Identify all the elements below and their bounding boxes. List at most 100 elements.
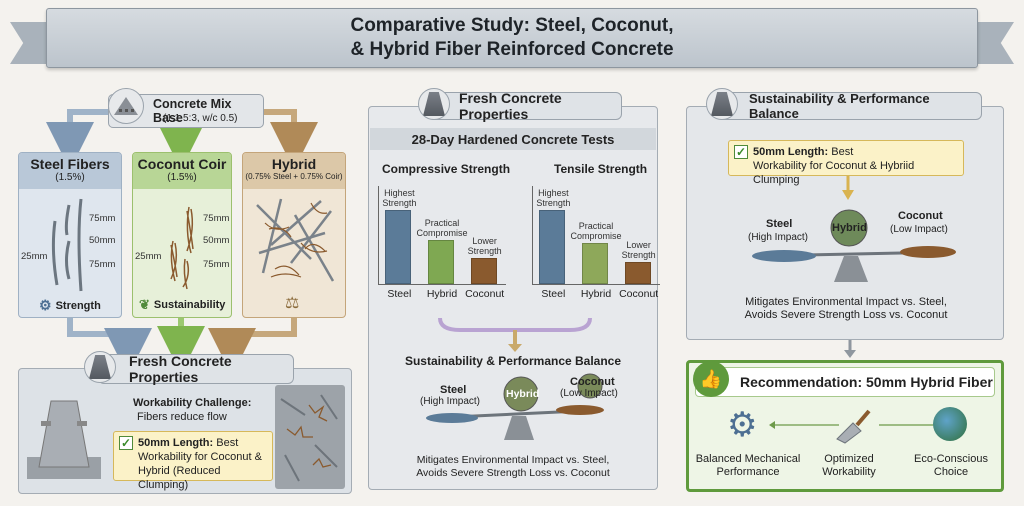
checkmark-icon: ✓	[119, 436, 133, 450]
callout-left-rest: Best	[213, 437, 239, 449]
coconut-title: Coconut Coir	[137, 156, 227, 172]
coir-fiber-illustration	[170, 206, 194, 290]
rec-item-2: Optimized Workability	[799, 453, 899, 479]
bar-annotation: Lower Strength	[467, 236, 502, 256]
callout-left-line3: Hybrid (Reduced Clumping)	[138, 465, 221, 491]
callout-right-rest: Best	[828, 146, 854, 158]
hybrid-card: Hybrid (0.75% Steel + 0.75% Coir) ⚖	[242, 152, 346, 318]
right-header-title: Sustainability & Performance Balance	[749, 91, 930, 121]
rec-item-1: Balanced Mechanical Performance	[693, 453, 803, 479]
chart-baseline	[532, 284, 660, 285]
trowel-icon	[833, 405, 873, 445]
callout-left-line2: Workability for Coconut &	[138, 451, 262, 463]
middle-header: Fresh Concrete Properties	[428, 90, 622, 122]
fiber-mix-texture	[275, 385, 345, 489]
steel-short-length: 25mm	[21, 251, 48, 262]
category-label: Hybrid	[580, 288, 612, 300]
fresh-concrete-left-panel: Workability Challenge: Fibers reduce flo…	[18, 368, 352, 494]
bar-coconut	[470, 258, 497, 284]
right-down-arrow	[842, 176, 854, 200]
bar-steel	[539, 210, 566, 284]
bar-annotation: Lower Strength	[621, 240, 656, 260]
rec-item-2-line1: Optimized	[824, 453, 874, 465]
chart-axis	[378, 186, 379, 284]
mid-hybrid-label: Hybrid	[506, 388, 540, 400]
right-coconut-label: Coconut	[898, 210, 943, 222]
globe-icon	[933, 407, 967, 441]
steel-fibers-card: Steel Fibers (1.5%) 25mm 75mm 50mm 75mm …	[18, 152, 122, 318]
bar-coconut	[624, 262, 651, 284]
steel-footer: Strength	[55, 299, 101, 312]
right-gray-arrow	[844, 340, 856, 358]
right-header: Sustainability & Performance Balance	[716, 91, 982, 121]
bar-hybrid	[582, 243, 608, 284]
mid-coconut-sub: (Low Impact)	[560, 388, 618, 399]
right-note-1: Mitigates Environmental Impact vs. Steel…	[745, 296, 947, 308]
mid-steel-label: Steel	[440, 384, 467, 396]
mid-coconut-label: Coconut	[570, 376, 615, 388]
steel-length-1: 75mm	[89, 213, 116, 224]
page-title-line1: Comparative Study: Steel, Coconut,	[350, 15, 674, 36]
category-label: Steel	[387, 288, 412, 300]
right-hybrid-label: Hybrid	[832, 222, 867, 234]
bar-annotation: Practical Compromise	[416, 218, 468, 238]
chart-axis	[532, 186, 533, 284]
title-banner: Comparative Study: Steel, Coconut, & Hyb…	[46, 8, 978, 68]
workability-callout-left: ✓ 50mm Length: Best Workability for Coco…	[113, 431, 273, 491]
mid-balance-title: Sustainability & Performance Balance	[404, 354, 622, 368]
right-balance-note: Mitigates Environmental Impact vs. Steel…	[690, 296, 1002, 322]
gear-icon: ⚙	[727, 406, 758, 444]
mix-base-subtitle: (1:1.5:3, w/c 0.5)	[163, 113, 238, 124]
challenge-text: Fibers reduce flow	[137, 411, 227, 423]
bar-steel	[385, 210, 412, 284]
steel-fiber-illustration	[51, 198, 83, 292]
chart-baseline	[378, 284, 506, 285]
bar-annotation: Practical Compromise	[570, 221, 622, 241]
rec-item-3-line2: Choice	[933, 466, 969, 478]
rec-item-2-line2: Workability	[822, 466, 876, 478]
thumbs-up-icon: 👍	[693, 361, 729, 397]
slump-cone-icon	[84, 351, 116, 383]
mid-balance-note: Mitigates Environmental Impact vs. Steel…	[370, 454, 656, 480]
hybrid-subtitle: (0.75% Steel + 0.75% Coir)	[245, 172, 343, 181]
right-note-2: Avoids Severe Strength Loss vs. Coconut	[744, 309, 948, 321]
category-label: Coconut	[619, 288, 659, 300]
category-label: Coconut	[465, 288, 505, 300]
chart2-title: Tensile Strength	[554, 162, 648, 176]
hybrid-title: Hybrid	[271, 156, 317, 172]
steel-subtitle: (1.5%)	[55, 172, 85, 183]
callout-right-bold: 50mm Length:	[753, 146, 829, 158]
category-label: Steel	[541, 288, 566, 300]
left-flow-arrows	[46, 109, 318, 370]
right-coconut-sub: (Low Impact)	[890, 224, 948, 235]
rec-item-1-line1: Balanced Mechanical	[695, 453, 801, 465]
mid-steel-sub: (High Impact)	[420, 396, 481, 407]
middle-header-title: Fresh Concrete Properties	[459, 90, 562, 122]
steel-length-3: 75mm	[89, 259, 116, 270]
fresh-left-header: Fresh Concrete Properties	[98, 353, 294, 385]
mid-balance-scale	[426, 373, 604, 440]
coconut-footer: Sustainability	[153, 299, 226, 311]
callout-left-bold: 50mm Length:	[138, 437, 214, 449]
steel-title: Steel Fibers	[30, 156, 110, 172]
tests-title: 28-Day Hardened Concrete Tests	[370, 128, 656, 150]
mix-base-title: Concrete Mix Base	[153, 97, 232, 125]
bar-annotation: Highest Strength	[382, 188, 417, 208]
category-label: Hybrid	[426, 288, 458, 300]
coconut-length-1: 75mm	[203, 213, 230, 224]
slump-cone-icon-right	[706, 88, 738, 120]
hybrid-fiber-illustration	[256, 198, 335, 282]
coconut-subtitle: (1.5%)	[167, 172, 197, 183]
rec-item-1-line2: Performance	[716, 466, 780, 478]
slump-cone-illustration	[27, 400, 101, 479]
callout-right-line2: Workability for Coconut & Hybriid Clumpi…	[753, 160, 915, 186]
coconut-length-2: 50mm	[203, 235, 230, 246]
chart-bracket-arrow	[438, 317, 592, 352]
rec-item-3-line1: Eco-Conscious	[914, 453, 988, 465]
coconut-coir-card: Coconut Coir (1.5%) 25mm 75mm 50mm 75mm …	[132, 152, 232, 318]
right-steel-label: Steel	[766, 218, 793, 230]
recommendation-panel: Recommendation: 50mm Hybrid Fiber 👍 ⚙ Ba…	[686, 360, 1004, 492]
mid-note-1: Mitigates Environmental Impact vs. Steel…	[416, 454, 610, 466]
